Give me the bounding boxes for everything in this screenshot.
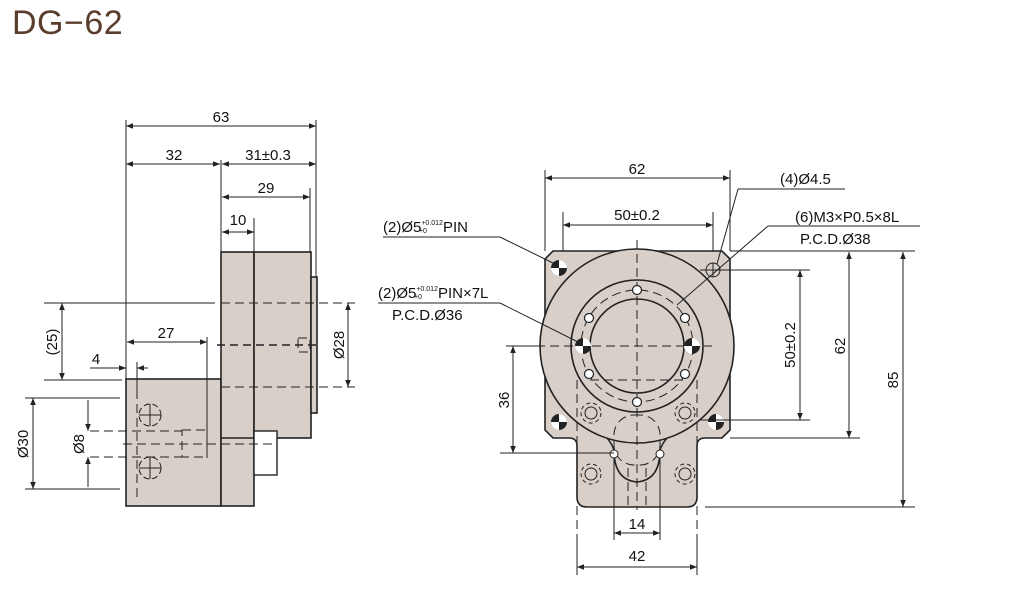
dim-36: 36 <box>496 392 513 409</box>
dim-25: (25) <box>44 329 61 356</box>
dim-d8: Ø8 <box>71 434 88 454</box>
callout-tapped: (6)M3×P0.5×8L <box>795 209 899 226</box>
dim-d30: Ø30 <box>15 430 32 458</box>
mount-holes <box>580 262 721 485</box>
dim-4: 4 <box>92 351 100 368</box>
dim-42: 42 <box>629 548 646 565</box>
dim-50-v: 50±0.2 <box>782 322 799 368</box>
pin-holes <box>551 260 724 430</box>
dim-63: 63 <box>213 109 230 126</box>
input-shaft <box>253 430 278 476</box>
adapter-plate <box>220 251 255 507</box>
input-housing <box>125 378 222 507</box>
dim-29: 29 <box>258 180 275 197</box>
dim-50-h: 50±0.2 <box>614 207 660 224</box>
dim-10: 10 <box>230 212 247 229</box>
dim-32: 32 <box>166 147 183 164</box>
dim-62-height: 62 <box>832 338 849 355</box>
callout-pcd36: P.C.D.Ø36 <box>392 307 463 324</box>
tapped-holes <box>583 284 691 408</box>
dim-27: 27 <box>158 325 175 342</box>
dim-d28: Ø28 <box>331 331 348 359</box>
dim-14: 14 <box>629 516 646 533</box>
model-title: DG−62 <box>12 4 124 42</box>
dim-85: 85 <box>885 372 902 389</box>
dim-31: 31±0.3 <box>245 147 291 164</box>
callout-mount-holes: (4)Ø4.5 <box>780 171 831 188</box>
callout-pcd38: P.C.D.Ø38 <box>800 231 871 248</box>
dim-62-width: 62 <box>629 161 646 178</box>
side-view: 63 32 31±0.3 29 10 (25) 27 4 Ø30 Ø8 Ø28 <box>15 109 355 507</box>
front-view: 62 50±0.2 50±0.2 62 85 36 14 42 (2)Ø5+0.… <box>378 161 920 575</box>
